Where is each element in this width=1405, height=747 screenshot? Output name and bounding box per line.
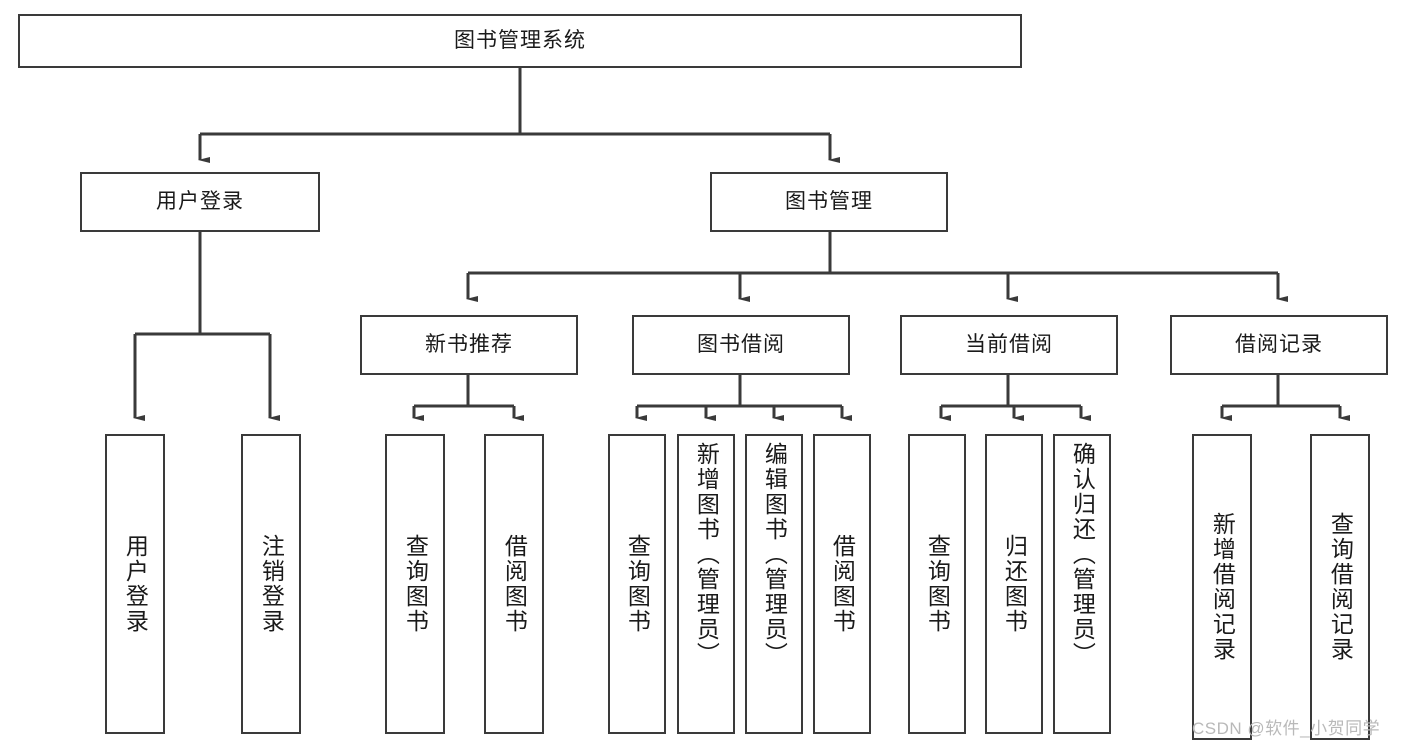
leaf-borrow-edit-book[interactable]: 编辑图书（管理员） (745, 434, 803, 734)
leaf-current-confirm-return[interactable]: 确认归还（管理员） (1053, 434, 1111, 734)
leaf-record-query-record[interactable]: 查询借阅记录 (1310, 434, 1370, 740)
leaf-record-add-record[interactable]: 新增借阅记录 (1192, 434, 1252, 740)
leaf-borrow-query-book-label: 查询图书 (624, 534, 651, 634)
node-user-login[interactable]: 用户登录 (80, 172, 320, 232)
node-book-management[interactable]: 图书管理 (710, 172, 948, 232)
leaf-borrow-borrow-book-label: 借阅图书 (829, 534, 856, 634)
leaf-borrow-borrow-book[interactable]: 借阅图书 (813, 434, 871, 734)
leaf-current-query-book[interactable]: 查询图书 (908, 434, 966, 734)
watermark: CSDN @软件_小贺同学 (1192, 719, 1381, 738)
node-borrow-record-label: 借阅记录 (1235, 333, 1323, 357)
leaf-user-login-signout[interactable]: 注销登录 (241, 434, 301, 734)
leaf-recommend-borrow-book-label: 借阅图书 (501, 534, 528, 634)
node-current-borrow[interactable]: 当前借阅 (900, 315, 1118, 375)
leaf-recommend-query-book-label: 查询图书 (402, 534, 429, 634)
leaf-current-return-book[interactable]: 归还图书 (985, 434, 1043, 734)
node-user-login-label: 用户登录 (156, 190, 244, 214)
leaf-borrow-query-book[interactable]: 查询图书 (608, 434, 666, 734)
leaf-current-return-book-label: 归还图书 (1001, 534, 1028, 634)
leaf-current-query-book-label: 查询图书 (924, 534, 951, 634)
leaf-borrow-add-book[interactable]: 新增图书（管理员） (677, 434, 735, 734)
node-book-borrow-label: 图书借阅 (697, 333, 785, 357)
node-root[interactable]: 图书管理系统 (18, 14, 1022, 68)
leaf-user-login-signin-label: 用户登录 (122, 534, 149, 634)
node-book-management-label: 图书管理 (785, 190, 873, 214)
node-new-book-recommend[interactable]: 新书推荐 (360, 315, 578, 375)
leaf-current-confirm-return-label: 确认归还（管理员） (1069, 442, 1096, 667)
node-current-borrow-label: 当前借阅 (965, 333, 1053, 357)
leaf-record-add-record-label: 新增借阅记录 (1209, 512, 1236, 662)
leaf-recommend-query-book[interactable]: 查询图书 (385, 434, 445, 734)
node-book-borrow[interactable]: 图书借阅 (632, 315, 850, 375)
leaf-borrow-edit-book-label: 编辑图书（管理员） (761, 442, 788, 667)
leaf-borrow-add-book-label: 新增图书（管理员） (693, 442, 720, 667)
node-new-book-recommend-label: 新书推荐 (425, 333, 513, 357)
node-borrow-record[interactable]: 借阅记录 (1170, 315, 1388, 375)
leaf-user-login-signin[interactable]: 用户登录 (105, 434, 165, 734)
leaf-user-login-signout-label: 注销登录 (258, 534, 285, 634)
leaf-recommend-borrow-book[interactable]: 借阅图书 (484, 434, 544, 734)
leaf-record-query-record-label: 查询借阅记录 (1327, 512, 1354, 662)
node-root-label: 图书管理系统 (454, 29, 586, 53)
